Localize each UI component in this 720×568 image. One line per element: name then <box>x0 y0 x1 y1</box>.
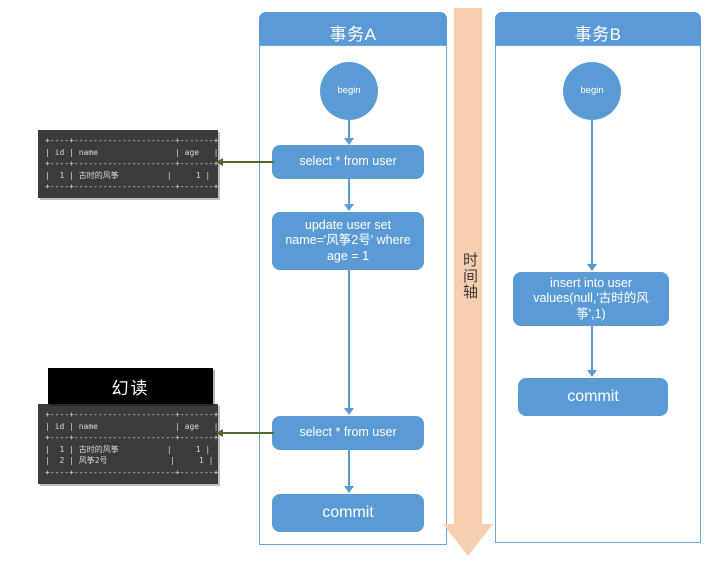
phantom-read-banner: 幻读 <box>48 368 213 404</box>
pointer-line-second-result <box>222 432 274 434</box>
node-b-commit[interactable]: commit <box>518 378 668 416</box>
connector-a-begin-to-select1 <box>348 120 350 140</box>
arrowhead-a-1 <box>344 138 354 145</box>
result-table-first-select: +----+---------------------+-------+ | i… <box>38 130 218 198</box>
arrowhead-a-2 <box>344 204 354 211</box>
arrowhead-b-2 <box>587 370 597 377</box>
connector-b-insert-to-commit <box>591 326 593 372</box>
result-table-second-select: +----+---------------------+-------+ | i… <box>38 404 218 484</box>
node-a-begin[interactable]: begin <box>320 62 378 120</box>
pointer-arrowhead-first-result <box>216 158 223 166</box>
node-b-insert[interactable]: insert into user values(null,'古时的风筝',1) <box>513 272 669 326</box>
connector-a-select2-to-commit <box>348 450 350 488</box>
node-a-select-second[interactable]: select * from user <box>272 416 424 450</box>
timeline-label: 时间轴 <box>461 252 478 300</box>
node-b-begin[interactable]: begin <box>563 62 621 120</box>
arrowhead-a-4 <box>344 486 354 493</box>
timeline-bar <box>454 8 482 526</box>
pointer-line-first-result <box>222 161 274 163</box>
connector-a-select1-to-update <box>348 179 350 206</box>
connector-b-begin-to-insert <box>591 120 593 266</box>
timeline-arrowhead <box>443 524 493 556</box>
pointer-arrowhead-second-result <box>216 429 223 437</box>
node-a-select-first[interactable]: select * from user <box>272 145 424 179</box>
node-a-commit[interactable]: commit <box>272 494 424 532</box>
connector-a-update-to-select2 <box>348 270 350 410</box>
node-a-update[interactable]: update user set name='风筝2号' where age = … <box>272 212 424 270</box>
transaction-a-column <box>259 45 447 545</box>
arrowhead-a-3 <box>344 408 354 415</box>
arrowhead-b-1 <box>587 264 597 271</box>
